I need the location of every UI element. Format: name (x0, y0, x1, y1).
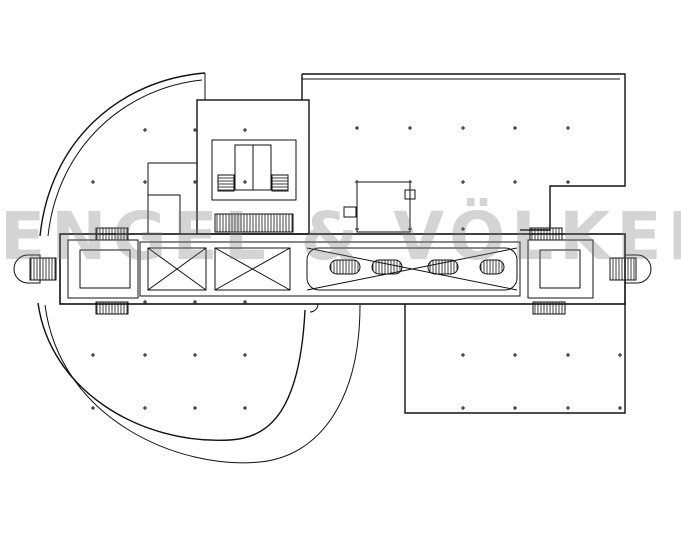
corridor-inner (139, 241, 521, 297)
left-wing-upper-arc-inner (47, 79, 203, 237)
left-annex-room (147, 162, 197, 234)
right-lower-block (404, 304, 626, 414)
void-3 (306, 247, 518, 291)
right-stair-tower (624, 254, 652, 284)
left-stair-tower (13, 254, 41, 284)
left-wing-outer-arc (44, 304, 361, 464)
left-wing-upper-arc (39, 72, 206, 237)
void-1 (147, 247, 207, 291)
watermark-text: ENGEL & VÖLKERS (0, 198, 681, 275)
small-room (356, 181, 411, 233)
left-wing-lower-arc (37, 302, 306, 441)
column-grid (91, 126, 622, 410)
void-2 (214, 247, 291, 291)
core-inner (211, 139, 297, 201)
